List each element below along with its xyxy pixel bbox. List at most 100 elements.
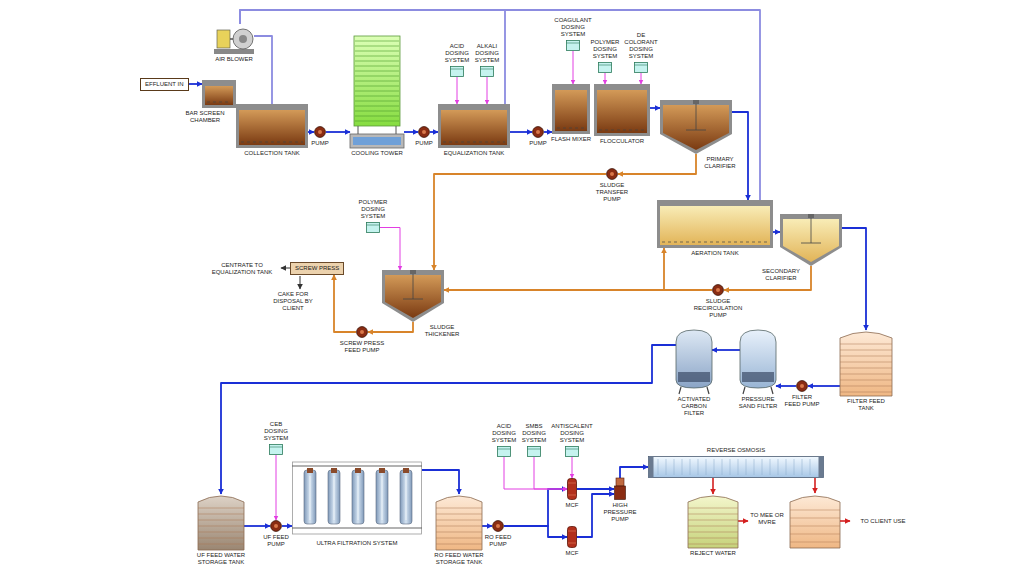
dosing-system-outline bbox=[480, 66, 494, 77]
shape-part bbox=[436, 496, 482, 550]
dosing-system-outline bbox=[565, 446, 579, 457]
clarifier: SLUDGE THICKENER bbox=[382, 270, 444, 322]
equipment-label: MCF bbox=[562, 502, 582, 509]
pipe-connector bbox=[650, 107, 660, 109]
equipment-label: FLOCCULATOR bbox=[597, 138, 647, 145]
equipment-label: PRESSURE SAND FILTER bbox=[736, 396, 780, 410]
dosing-system: DE COLORANT DOSING SYSTEM bbox=[634, 62, 648, 73]
dosing-system: POLYMER DOSING SYSTEM bbox=[598, 62, 612, 73]
flow-note: CAKE FOR DISPOSAL BY CLIENT bbox=[262, 291, 324, 312]
shape-part bbox=[498, 447, 511, 457]
shape-part bbox=[498, 449, 511, 450]
clarifier: SECONDARY CLARIFIER bbox=[780, 214, 842, 266]
shape-part bbox=[690, 459, 691, 475]
pipe-connector bbox=[282, 525, 292, 527]
tank-band bbox=[790, 542, 840, 543]
shape-part bbox=[778, 459, 779, 475]
shape-part bbox=[635, 63, 648, 73]
dosing-system-outline bbox=[497, 446, 511, 457]
tank-outline bbox=[438, 104, 510, 148]
dosing-system-outline bbox=[634, 62, 648, 73]
shape-part bbox=[310, 476, 311, 520]
shape-part bbox=[649, 457, 824, 478]
clarifier-outline bbox=[382, 270, 444, 322]
shape-part bbox=[481, 69, 494, 70]
pipe-connector bbox=[605, 73, 606, 84]
tank: FLOCCULATOR bbox=[594, 84, 650, 136]
tank-band bbox=[790, 534, 840, 535]
shape-part bbox=[198, 526, 244, 527]
dosing-system-outline bbox=[366, 222, 380, 233]
flow-note: CENTRATE TO EQUALIZATION TANK bbox=[206, 262, 278, 276]
equipment-label: BAR SCREEN CHAMBER bbox=[182, 110, 228, 124]
clarifier-outline bbox=[780, 214, 842, 266]
pipe-connector bbox=[504, 526, 567, 537]
equipment-label: SLUDGE THICKENER bbox=[418, 324, 466, 338]
equipment-label: SECONDARY CLARIFIER bbox=[758, 268, 804, 282]
shape-part bbox=[436, 526, 482, 527]
shape-part bbox=[271, 521, 282, 532]
shape-part bbox=[443, 142, 505, 143]
shape-part bbox=[355, 106, 399, 107]
shape-part bbox=[328, 470, 340, 524]
equipment-label: COLLECTION TANK bbox=[237, 150, 307, 157]
equipment-label: RO FEED WATER STORAGE TANK bbox=[428, 552, 490, 566]
shape-part bbox=[568, 483, 576, 484]
pump-outline bbox=[270, 520, 282, 532]
shape-part bbox=[616, 478, 624, 486]
shape-part bbox=[696, 100, 697, 130]
pipe-connector bbox=[842, 228, 866, 330]
shape-part bbox=[355, 86, 399, 87]
pump-outline bbox=[492, 520, 504, 532]
equipment-label: FILTER FEED PUMP bbox=[784, 394, 820, 408]
dosing-system: ACID DOSING SYSTEM bbox=[497, 446, 511, 457]
shape-part bbox=[771, 387, 773, 394]
equipment-label: ULTRA FILTRATION SYSTEM bbox=[302, 540, 412, 547]
pipe-connector bbox=[618, 154, 696, 174]
shape-part bbox=[493, 521, 504, 532]
pipe-connector bbox=[430, 131, 438, 133]
shape-part bbox=[331, 468, 337, 473]
shape-part bbox=[355, 51, 399, 52]
equipment-label: REVERSE OSMOSIS bbox=[686, 447, 786, 454]
tank-outline bbox=[236, 104, 308, 148]
cake-arrow bbox=[300, 276, 301, 289]
micron-cartridge-filter: MCF bbox=[567, 478, 577, 500]
pipe-connector bbox=[573, 51, 574, 84]
dosing-system: CEB DOSING SYSTEM bbox=[269, 444, 283, 455]
shape-part bbox=[436, 544, 482, 545]
equipment-label: FILTER FEED TANK bbox=[843, 398, 889, 412]
shape-part bbox=[568, 527, 577, 548]
equipment-label: PRIMARY CLARIFIER bbox=[700, 156, 740, 170]
shape-part bbox=[382, 270, 444, 322]
box-text: SCREW PRESS bbox=[295, 265, 339, 272]
storage-tank-outline bbox=[840, 330, 892, 396]
shape-part bbox=[357, 327, 368, 338]
shape-part bbox=[698, 459, 699, 475]
filter-vessel: PRESSURE SAND FILTER bbox=[740, 330, 776, 394]
shape-part bbox=[376, 470, 388, 524]
pipe-connector bbox=[732, 112, 748, 200]
equipment-label: MCF bbox=[562, 550, 582, 557]
storage-tank-outline bbox=[688, 494, 738, 548]
shape-part bbox=[802, 459, 803, 475]
tank-body bbox=[790, 496, 840, 548]
shape-part bbox=[355, 91, 399, 92]
shape-part bbox=[355, 116, 399, 117]
shape-part bbox=[566, 449, 579, 450]
shape-part bbox=[840, 362, 892, 363]
shape-part bbox=[840, 350, 892, 351]
storage-tank-outline bbox=[198, 494, 244, 550]
pump: PUMP bbox=[532, 126, 544, 138]
pipe-connector bbox=[326, 131, 350, 133]
dosing-system-outline bbox=[269, 444, 283, 455]
equipment-label: CEB DOSING SYSTEM bbox=[261, 421, 291, 442]
pipe-connector bbox=[641, 73, 642, 84]
shape-part bbox=[355, 76, 399, 77]
shape-part bbox=[533, 127, 544, 138]
pump: PUMP bbox=[314, 126, 326, 138]
micron-cartridge-filter-outline bbox=[567, 478, 577, 500]
filter-vessel-outline bbox=[740, 330, 776, 394]
shape-part bbox=[714, 459, 715, 475]
shape-part bbox=[707, 387, 709, 394]
